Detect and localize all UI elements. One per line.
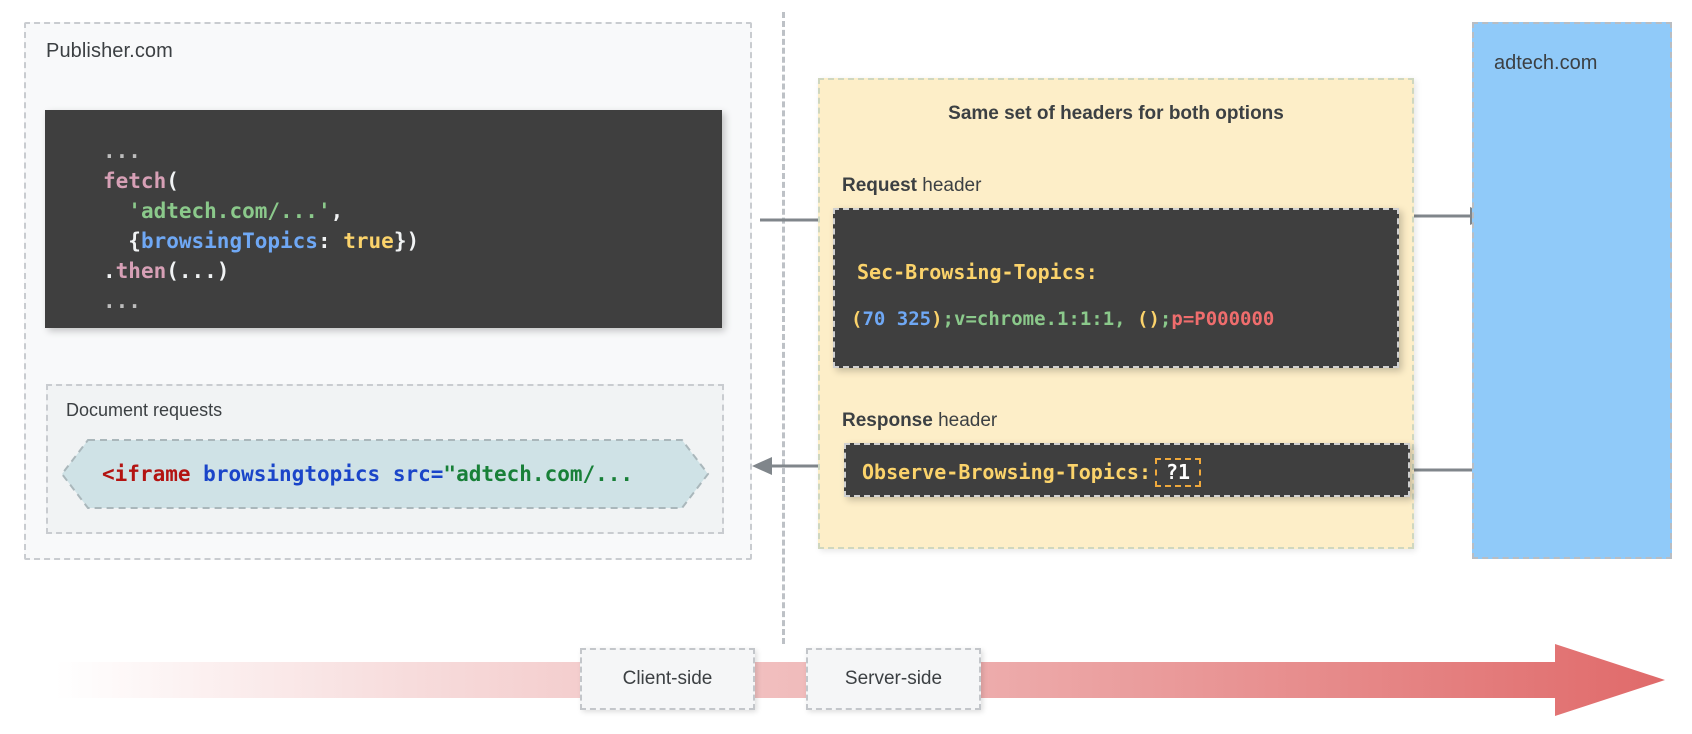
iframe-space (380, 462, 393, 486)
headers-panel: Same set of headers for both options Req… (818, 78, 1414, 549)
value-token-empty-parens: () (1137, 308, 1160, 330)
adtech-panel: adtech.com (1472, 22, 1672, 559)
response-header-value: ?1 (1154, 457, 1202, 487)
response-caption-bold: Response (842, 410, 933, 431)
code-token: { (103, 229, 141, 253)
document-requests-label: Document requests (66, 400, 223, 420)
code-token: fetch (103, 169, 167, 193)
iframe-space (191, 462, 204, 486)
code-line: ... (45, 286, 722, 316)
request-caption-bold: Request (842, 175, 917, 196)
code-token: 'adtech.com/...' (128, 199, 331, 223)
document-requests-panel: Document requests <iframe browsingtopics… (46, 384, 724, 534)
value-token: ; (942, 308, 954, 330)
iframe-attr-src: src= (392, 462, 444, 486)
timeline-chip-client-side: Client-side (580, 648, 755, 710)
code-line: {browsingTopics: true}) (45, 226, 722, 256)
code-token: , (330, 199, 344, 223)
code-token: : (317, 229, 344, 253)
iframe-tag-token: <iframe (102, 462, 191, 486)
code-line: fetch( (45, 166, 722, 196)
request-header-box: Sec-Browsing-Topics: (70 325);v=chrome.1… (833, 208, 1399, 368)
iframe-attr-browsingtopics: browsingtopics (203, 462, 381, 486)
code-token: ( (166, 169, 179, 193)
code-token: . (103, 259, 116, 283)
publisher-panel: Publisher.com ... fetch( 'adtech.com/...… (24, 22, 752, 560)
response-header-box: Observe-Browsing-Topics:?1 (844, 443, 1410, 497)
code-token: (...) (166, 259, 230, 283)
timeline-chip-server-side: Server-side (806, 648, 981, 710)
response-header-line: Observe-Browsing-Topics:?1 (862, 445, 1202, 499)
chip-shape-icon (60, 439, 710, 509)
value-token-version: v=chrome.1:1:1, (954, 308, 1138, 330)
code-token: ... (103, 289, 141, 313)
iframe-snippet-text: <iframe browsingtopics src="adtech.com/.… (102, 438, 633, 510)
request-header-name: Sec-Browsing-Topics: (857, 260, 1098, 284)
client-side-label: Client-side (622, 668, 713, 689)
value-token: ; (1159, 308, 1172, 330)
arrow-request-out (760, 218, 828, 222)
publisher-label: Publisher.com (46, 40, 173, 62)
code-token: true (343, 229, 394, 253)
response-caption-rest: header (932, 410, 998, 431)
response-header-caption: Response header (842, 410, 997, 432)
code-token (103, 199, 128, 223)
request-header-caption: Request header (842, 175, 981, 197)
code-token: then (115, 259, 167, 283)
fetch-code-block: ... fetch( 'adtech.com/...', {browsingTo… (45, 110, 722, 328)
request-caption-rest: header (916, 175, 982, 196)
code-line: 'adtech.com/...', (45, 196, 722, 226)
code-token: browsingTopics (140, 229, 318, 253)
code-token: ... (103, 139, 141, 163)
value-token-padding: p=P000000 (1171, 308, 1275, 330)
code-token: }) (393, 229, 420, 253)
iframe-src-value: "adtech.com/... (443, 462, 634, 486)
code-line: ... (45, 136, 722, 166)
adtech-label: adtech.com (1494, 52, 1598, 74)
headers-panel-title: Same set of headers for both options (948, 103, 1284, 124)
response-header-name: Observe-Browsing-Topics: (862, 460, 1151, 484)
value-token: ) (931, 308, 943, 330)
iframe-snippet-chip: <iframe browsingtopics src="adtech.com/.… (60, 438, 710, 510)
value-token: ( (851, 308, 863, 330)
request-header-value: (70 325);v=chrome.1:1:1, ();p=P000000 (851, 308, 1274, 330)
server-side-label: Server-side (844, 668, 943, 689)
value-token-topic-ids: 70 325 (862, 308, 932, 330)
code-line: .then(...) (45, 256, 722, 286)
client-server-divider (782, 12, 785, 644)
